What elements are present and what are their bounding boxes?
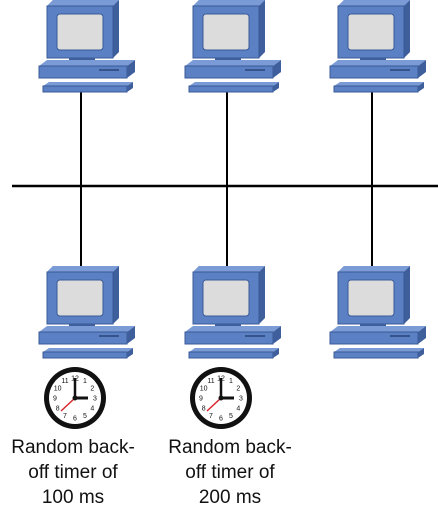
caption-timer-1: Random back- off timer of 100 ms <box>0 435 153 510</box>
clock-icon: 121234567891011 <box>44 367 106 429</box>
caption-line: Random back- <box>11 437 135 458</box>
clock-number: 11 <box>207 378 214 385</box>
clock-number: 2 <box>90 386 94 393</box>
clock-number: 6 <box>219 416 223 423</box>
caption-line: off timer of <box>185 462 275 483</box>
clock-number: 9 <box>199 396 203 403</box>
computer-bottom-3 <box>329 265 427 359</box>
computer-top-1 <box>38 0 136 93</box>
clock-number: 9 <box>53 396 57 403</box>
computer-bottom-2 <box>184 265 282 359</box>
clock-second-hand <box>206 397 222 412</box>
clock-number: 4 <box>236 406 240 413</box>
clock-number: 5 <box>83 413 87 420</box>
clock-icon: 121234567891011 <box>190 367 252 429</box>
caption-line: 200 ms <box>198 487 262 508</box>
computer-bottom-1 <box>38 265 136 359</box>
clock-number: 4 <box>90 406 94 413</box>
clock-number: 10 <box>200 386 208 393</box>
clocks-group: 121234567891011121234567891011 <box>44 367 252 429</box>
clock-number: 10 <box>54 386 62 393</box>
clock-number: 7 <box>63 413 67 420</box>
clock-number: 5 <box>229 413 233 420</box>
computer-top-2 <box>184 0 282 93</box>
clock-number: 8 <box>56 406 60 413</box>
clock-number: 1 <box>229 378 233 385</box>
clock-number: 11 <box>61 378 68 385</box>
clock-number: 3 <box>239 396 243 403</box>
caption-line: off timer of <box>28 462 118 483</box>
clock-number: 2 <box>236 386 240 393</box>
clock-hub <box>72 395 78 401</box>
caption-line: 100 ms <box>41 487 105 508</box>
clock-second-hand <box>60 397 76 412</box>
clock-number: 6 <box>73 416 77 423</box>
caption-timer-2: Random back- off timer of 200 ms <box>150 435 310 510</box>
clock-number: 1 <box>83 378 87 385</box>
clock-number: 3 <box>93 396 97 403</box>
caption-line: Random back- <box>168 437 292 458</box>
computer-top-3 <box>329 0 427 93</box>
clock-number: 8 <box>202 406 206 413</box>
clock-number: 7 <box>209 413 213 420</box>
clock-hub <box>218 395 224 401</box>
